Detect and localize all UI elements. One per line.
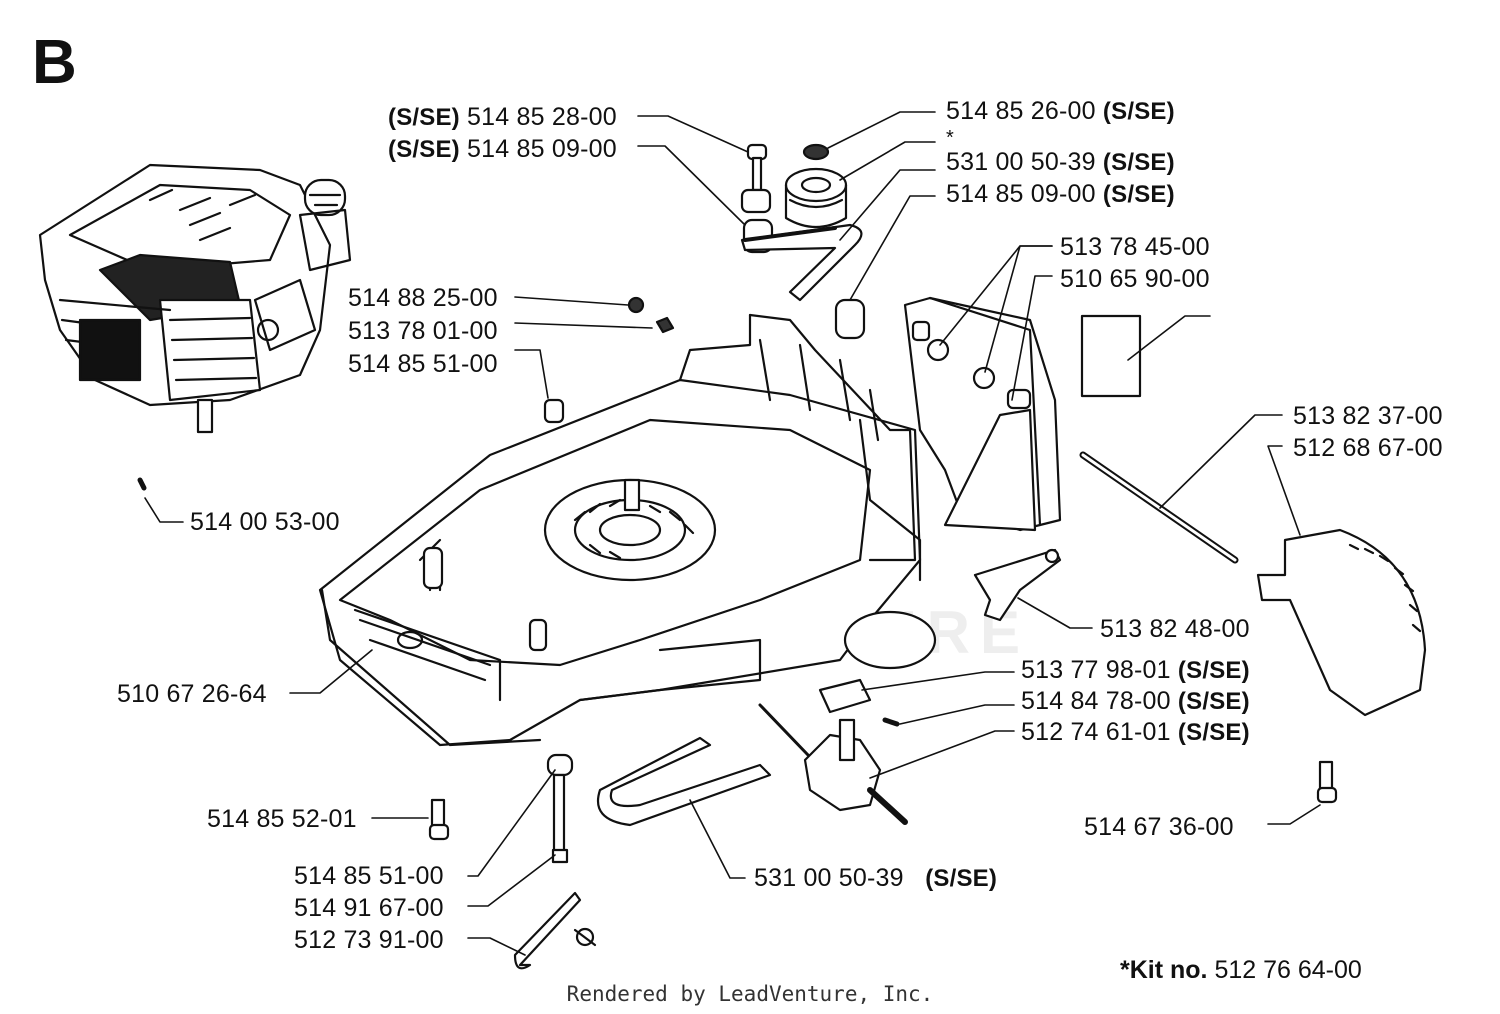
part-number: 512 74 61-01 (1021, 718, 1171, 746)
part-label: 514 84 78-00 (S/SE) (1021, 687, 1250, 716)
part-number: 513 78 01-00 (348, 317, 498, 345)
bolts-illustration (137, 477, 1338, 970)
part-number: 531 00 50-39 (946, 148, 1096, 176)
part-label: 514 85 26-00 (S/SE) (946, 97, 1175, 126)
part-label: 531 00 50-39 (S/SE) (754, 864, 997, 893)
engine-illustration (38, 163, 352, 434)
leader-lines (144, 111, 1321, 956)
sse-tag: (S/SE) (1177, 657, 1250, 684)
kit-number: 512 76 64-00 (1214, 956, 1362, 984)
part-number: 514 67 36-00 (1084, 813, 1234, 841)
kit-prefix: *Kit no. (1120, 956, 1208, 984)
decal-part (1080, 314, 1142, 398)
part-number: 513 77 98-01 (1021, 656, 1171, 684)
part-number: 514 00 53-00 (190, 508, 340, 536)
part-number: 512 68 67-00 (1293, 434, 1443, 462)
part-number: 510 67 26-64 (117, 680, 267, 708)
rear-guard-illustration (903, 296, 1062, 532)
kit-asterisk: * (946, 127, 954, 149)
sse-tag: (S/SE) (1102, 181, 1175, 208)
part-number: 513 82 37-00 (1293, 402, 1443, 430)
sse-tag: (S/SE) (1177, 688, 1250, 715)
mower-deck-illustration (318, 313, 937, 747)
part-number: 514 85 28-00 (467, 103, 617, 131)
part-number: 531 00 50-39 (754, 864, 904, 892)
part-label: 531 00 50-39 (S/SE) (946, 148, 1175, 177)
part-label: (S/SE) 514 85 09-00 (388, 135, 617, 164)
part-number: 513 78 45-00 (1060, 233, 1210, 261)
part-number: 510 65 90-00 (1060, 265, 1210, 293)
side-shield-illustration (1256, 528, 1427, 717)
part-number: 513 82 48-00 (1100, 615, 1250, 643)
part-number: 514 91 67-00 (294, 894, 444, 922)
part-label: 513 77 98-01 (S/SE) (1021, 656, 1250, 685)
part-number: 514 85 26-00 (946, 97, 1096, 125)
sse-tag: (S/SE) (925, 865, 998, 892)
sse-tag: (S/SE) (388, 136, 460, 163)
part-label: 512 74 61-01 (S/SE) (1021, 718, 1250, 747)
sse-tag: (S/SE) (1102, 98, 1175, 125)
part-number: 514 85 09-00 (946, 180, 1096, 208)
section-letter: B (32, 28, 77, 97)
footer-credit: Rendered by LeadVenture, Inc. (566, 982, 934, 1006)
part-number: 514 85 09-00 (467, 135, 617, 163)
drive-pulley-group (543, 143, 866, 424)
part-label: 514 85 09-00 (S/SE) (946, 180, 1175, 209)
part-number: 512 73 91-00 (294, 926, 444, 954)
part-number: 514 88 25-00 (348, 284, 498, 312)
gearbox-illustration (597, 678, 908, 827)
part-number: 514 85 51-00 (348, 350, 498, 378)
sse-tag: (S/SE) (388, 104, 460, 131)
part-number: 514 85 51-00 (294, 862, 444, 890)
part-number: 514 84 78-00 (1021, 687, 1171, 715)
part-number: 514 85 52-01 (207, 805, 357, 833)
sse-tag: (S/SE) (1177, 719, 1250, 746)
part-label: (S/SE) 514 85 28-00 (388, 103, 617, 132)
sse-tag: (S/SE) (1102, 149, 1175, 176)
kit-note: *Kit no. 512 76 64-00 (1120, 956, 1362, 984)
